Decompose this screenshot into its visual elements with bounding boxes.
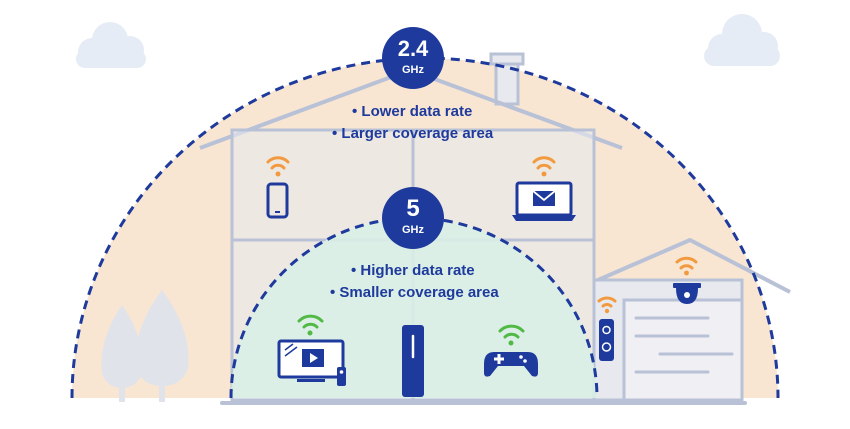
router-icon [402, 325, 424, 397]
chimney [489, 52, 525, 106]
band-2-4ghz-point: • Lower data rate [352, 103, 473, 120]
wifi-icon [532, 156, 556, 170]
remote-control-icon [337, 367, 346, 386]
wifi-icon [266, 156, 290, 170]
wifi-icon [498, 324, 525, 339]
wifi-icon [297, 314, 324, 329]
smartphone-icon [266, 182, 289, 219]
garage [592, 238, 791, 402]
wifi-icon [597, 296, 617, 308]
doorbell-icon [599, 319, 614, 361]
band-5ghz-point: • Higher data rate [351, 262, 475, 279]
garage-door [622, 298, 744, 402]
band-2-4ghz-value: 2.4 [397, 36, 429, 61]
band-5ghz-unit: GHz [402, 224, 424, 236]
band-2-4ghz-point: • Larger coverage area [332, 125, 494, 142]
band-5ghz-point: • Smaller coverage area [330, 284, 499, 301]
band-5ghz-value: 5 [406, 195, 420, 222]
cloud-icon [76, 22, 146, 68]
badge-2-4ghz [382, 27, 444, 89]
wifi-icon [675, 256, 698, 270]
laptop-mail-icon [512, 181, 576, 221]
band-2-4ghz-unit: GHz [402, 64, 424, 76]
badge-5ghz [382, 187, 444, 249]
tv-icon [277, 339, 346, 386]
boundary-5ghz [229, 216, 599, 399]
gamepad-icon [484, 352, 538, 377]
security-camera-icon [673, 283, 701, 304]
cloud-icon [704, 14, 780, 66]
tree-icon [101, 290, 189, 402]
